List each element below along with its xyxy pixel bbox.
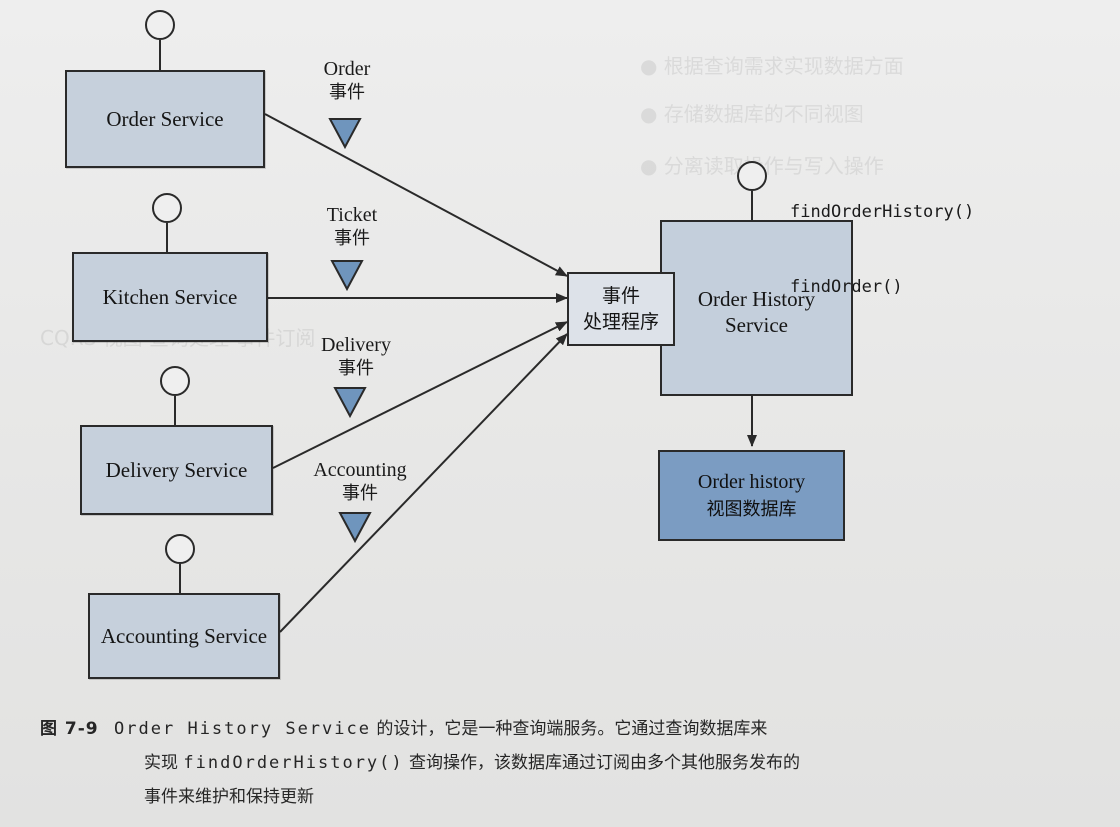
accounting-service-label: Accounting Service (100, 623, 268, 648)
caption-line3-text: 事件来维护和保持更新 (144, 787, 314, 807)
kitchen-service-box: Kitchen Service (72, 252, 268, 342)
accounting-service-box: Accounting Service (88, 593, 280, 679)
order-service-box: Order Service (65, 70, 265, 168)
accounting-service-api-port-icon (165, 534, 195, 593)
database-label-line1: Order history (697, 470, 806, 493)
diagram-connectors (145, 10, 767, 633)
figure-number: 图 7-9 (40, 719, 99, 739)
find-order-history-api: findOrderHistory() (790, 202, 975, 222)
order-service-api-port-icon (145, 10, 175, 70)
order-service-label: Order Service (106, 106, 224, 131)
database-label-line2: 视图数据库 (706, 498, 797, 520)
event-handler-label: 事件 处理程序 (582, 285, 659, 333)
delivery-event-label: Delivery 事件 (321, 334, 391, 379)
kitchen-service-label: Kitchen Service (102, 284, 238, 309)
caption-line2-prefix: 实现 (144, 753, 178, 773)
accounting-event-label: Accounting 事件 (313, 459, 407, 504)
kitchen-service-api-port-icon (152, 193, 182, 252)
caption-line1-text: 的设计，它是一种查询端服务。它通过查询数据库来 (376, 719, 768, 739)
order-event-icon (328, 118, 362, 150)
figure-caption: 图 7-9 Order History Service 的设计，它是一种查询端服… (40, 712, 1080, 814)
ticket-event-label: Ticket 事件 (326, 204, 378, 249)
ticket-event-icon (330, 260, 364, 292)
delivery-event-icon (333, 387, 367, 419)
delivery-service-label: Delivery Service (105, 457, 248, 482)
caption-method-name: findOrderHistory() (183, 753, 404, 773)
caption-service-name: Order History Service (114, 719, 371, 739)
delivery-service-box: Delivery Service (80, 425, 273, 515)
delivery-event-arrow (272, 321, 568, 469)
order-history-database-box: Order history 视图数据库 (658, 450, 845, 541)
order-history-api-port-icon (737, 161, 767, 220)
order-history-service-box: Order History Service (660, 220, 853, 396)
find-order-api: findOrder() (790, 277, 903, 297)
order-event-label: Order 事件 (323, 58, 371, 103)
accounting-event-arrow (279, 333, 568, 633)
event-handler-box: 事件 处理程序 (567, 272, 675, 346)
accounting-event-icon (338, 512, 372, 544)
order-event-arrow (264, 113, 568, 277)
order-history-service-label: Order History Service (697, 287, 816, 337)
query-api-list: findOrderHistory() findOrder() (790, 150, 974, 350)
delivery-service-api-port-icon (160, 366, 190, 425)
caption-line2-text: 查询操作，该数据库通过订阅由多个其他服务发布的 (409, 753, 801, 773)
